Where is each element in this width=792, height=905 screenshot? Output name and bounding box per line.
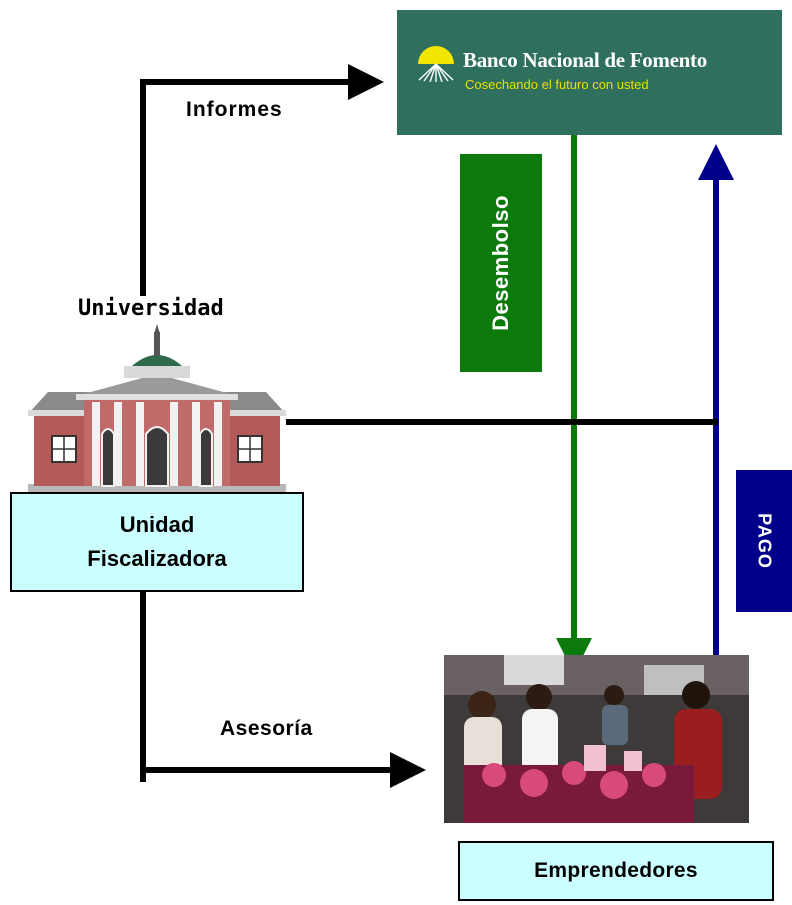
emprendedores-box: Emprendedores xyxy=(458,841,774,901)
sun-rays-logo-icon xyxy=(418,46,454,82)
asesoria-label: Asesoría xyxy=(220,717,313,740)
unidad-fiscalizadora-box: Unidad Fiscalizadora xyxy=(10,492,304,592)
bank-box: Banco Nacional de Fomento Cosechando el … xyxy=(397,10,782,135)
asesoria-arrow xyxy=(140,592,420,782)
university-building-icon xyxy=(28,324,286,494)
informes-label: Informes xyxy=(186,98,283,121)
pago-box: PAGO xyxy=(736,470,792,612)
desembolso-box: Desembolso xyxy=(460,154,542,372)
desembolso-label: Desembolso xyxy=(488,195,513,331)
universidad-label: Universidad xyxy=(78,296,224,321)
bank-slogan: Cosechando el futuro con usted xyxy=(465,77,649,92)
entrepreneurs-photo xyxy=(444,655,749,823)
pago-label: PAGO xyxy=(754,513,775,569)
unidad-line1: Unidad xyxy=(119,512,195,537)
unidad-line2: Fiscalizadora xyxy=(87,546,227,571)
bank-name: Banco Nacional de Fomento xyxy=(463,48,707,72)
